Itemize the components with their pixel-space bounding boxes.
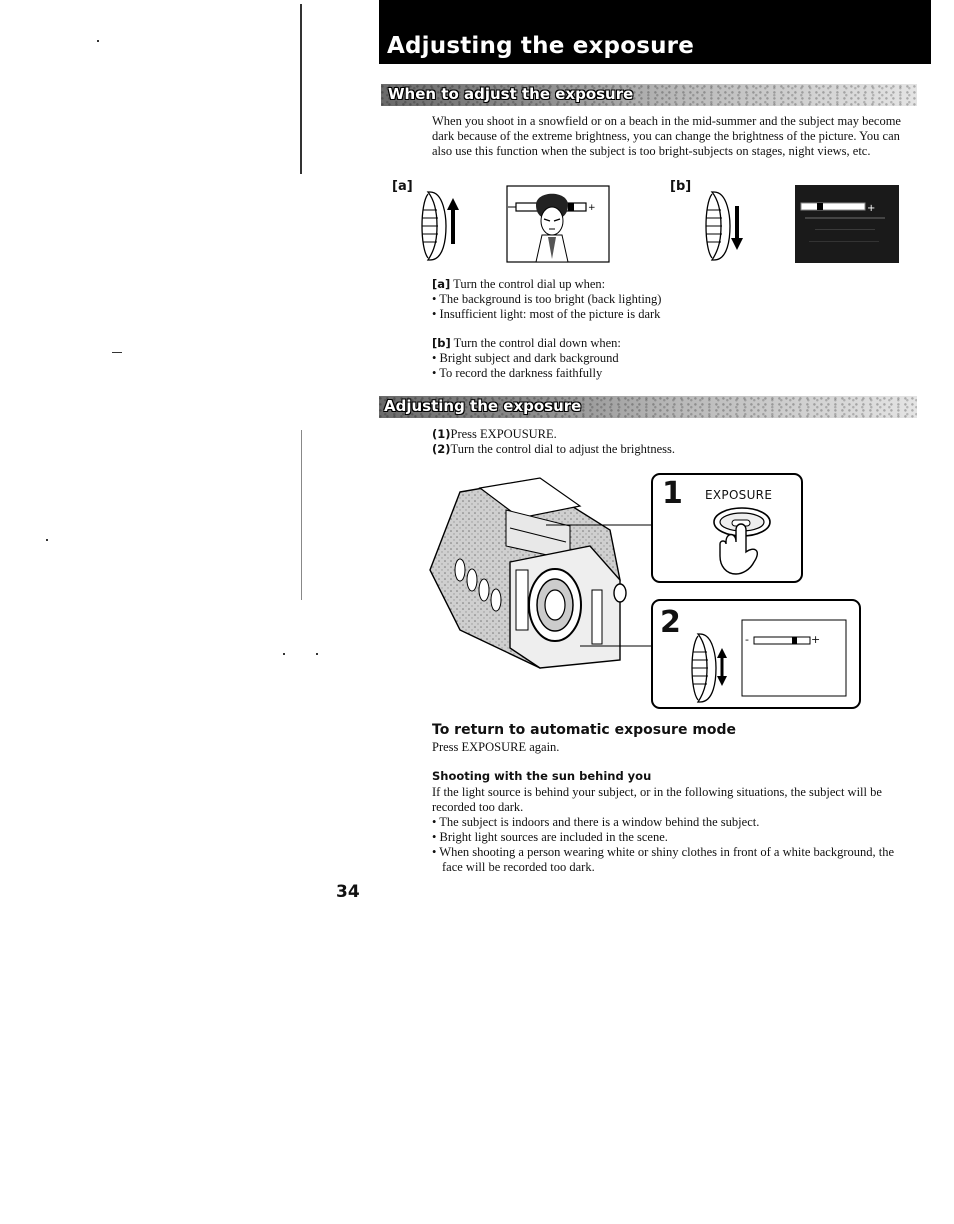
title-bar [379, 0, 931, 64]
list-b-label: [b] [432, 336, 451, 350]
margin-dot [283, 653, 285, 655]
exposure-button-label: EXPOSURE [705, 488, 773, 502]
figure-label-a: [a] [392, 179, 413, 194]
camcorder-illustration [429, 473, 861, 709]
step-number: 2 [660, 605, 681, 640]
section-heading-adjusting: Adjusting the exposure [384, 397, 582, 415]
step-label: (2) [432, 442, 451, 456]
list-item: • To record the darkness faithfully [432, 366, 603, 380]
intro-paragraph: When you shoot in a snowfield or on a be… [432, 114, 901, 158]
list-item: • When shooting a person wearing white o… [432, 845, 895, 874]
list-b: [b] Turn the control dial down when: • B… [432, 336, 621, 381]
margin-rule [301, 430, 302, 600]
sun-intro: If the light source is behind your subje… [432, 785, 882, 814]
return-text: Press EXPOSURE again. [432, 740, 560, 754]
list-item: (2)Turn the control dial to adjust the b… [432, 442, 675, 457]
step-label: (1) [432, 427, 451, 441]
list-a-text: Turn the control dial up when: [450, 277, 606, 291]
control-dial-up-icon [421, 191, 459, 261]
viewfinder-bright-image: + [506, 185, 610, 263]
section-band [381, 84, 917, 106]
list-a-label: [a] [432, 277, 451, 291]
list-item: • The subject is indoors and there is a … [432, 815, 760, 829]
sun-section: If the light source is behind your subje… [432, 785, 910, 875]
list-b-text: Turn the control dial down when: [450, 336, 621, 350]
margin-dot [46, 539, 48, 541]
list-item: • Bright light sources are included in t… [432, 830, 668, 844]
margin-rule [300, 4, 302, 174]
step-text: Turn the control dial to adjust the brig… [450, 442, 676, 456]
indicator-minus: - [745, 633, 749, 646]
indicator-plus: + [811, 633, 821, 646]
margin-tick [112, 352, 122, 353]
section-heading-when: When to adjust the exposure [388, 85, 634, 103]
sun-heading: Shooting with the sun behind you [432, 769, 652, 783]
return-heading: To return to automatic exposure mode [432, 722, 737, 738]
steps-list: (1)Press EXPOUSURE. (2)Turn the control … [432, 427, 675, 457]
list-item: [b] Turn the control dial down when: [432, 336, 621, 351]
svg-text:+: + [588, 203, 596, 213]
list-item: • Insufficient light: most of the pictur… [432, 307, 661, 321]
list-item: [a] Turn the control dial up when: [432, 277, 661, 292]
list-item: (1)Press EXPOUSURE. [432, 427, 675, 442]
list-item: • Bright subject and dark background [432, 351, 619, 365]
list-item: • The background is too bright (back lig… [432, 292, 662, 306]
control-dial-down-icon [705, 191, 743, 261]
margin-dot [316, 653, 318, 655]
svg-text:+: + [867, 203, 875, 214]
page-number: 34 [336, 882, 360, 902]
step-text: Press EXPOUSURE. [450, 427, 557, 441]
page-title: Adjusting the exposure [387, 33, 695, 59]
figure-label-b: [b] [670, 179, 692, 194]
viewfinder-dark-image: + [795, 185, 899, 263]
list-a: [a] Turn the control dial up when: • The… [432, 277, 661, 322]
section-band [379, 396, 917, 418]
step-number: 1 [662, 476, 683, 511]
margin-dot [97, 40, 99, 42]
